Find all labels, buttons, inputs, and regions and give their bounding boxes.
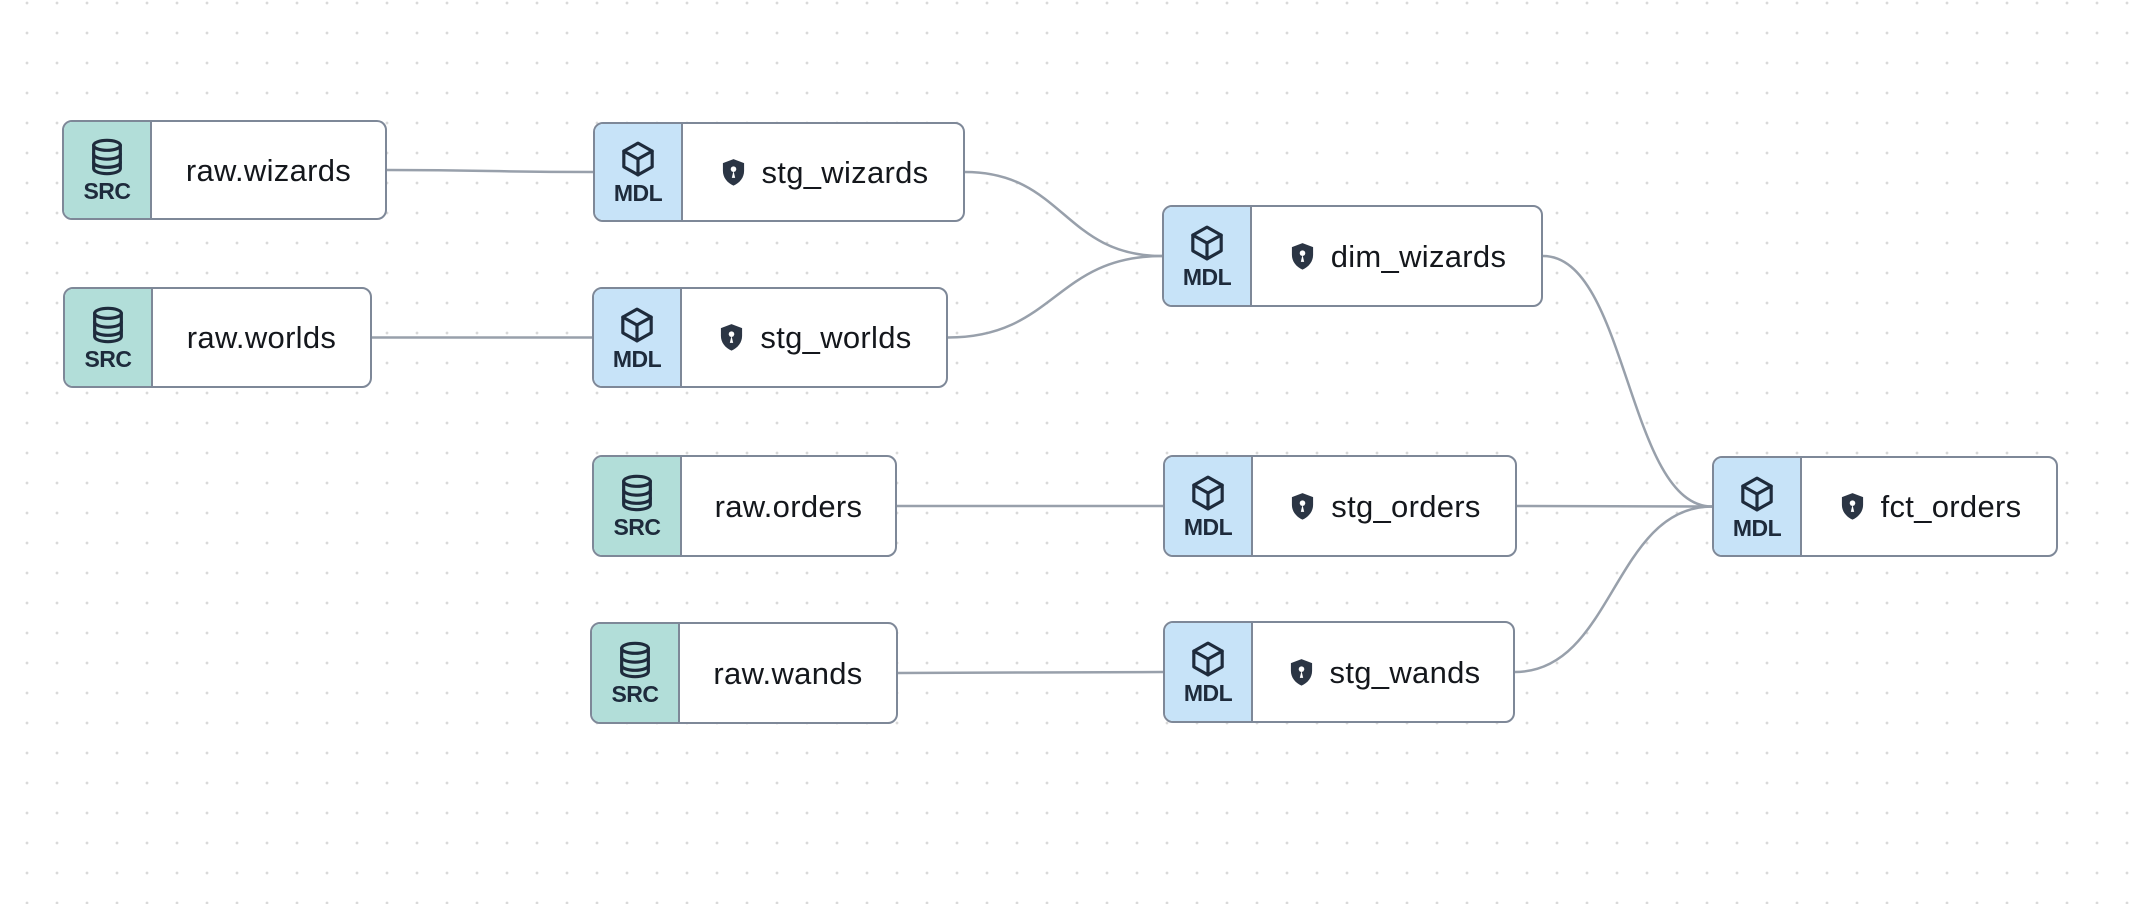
node-label: raw.wands (713, 655, 863, 691)
node-label: stg_wands (1329, 654, 1481, 690)
edge-stg_orders-to-fct_orders (1516, 504, 1713, 508)
shield-icon (1287, 241, 1318, 272)
node-type-badge: MDL (1165, 623, 1253, 721)
lineage-node-raw_wands[interactable]: SRC raw.wands (590, 622, 898, 724)
node-type-badge: MDL (1714, 458, 1802, 555)
node-label-area: raw.wizards (152, 122, 385, 218)
node-type-label: MDL (613, 180, 663, 206)
shield-icon (716, 322, 747, 353)
node-label: stg_orders (1331, 488, 1481, 524)
cube-icon (617, 305, 657, 345)
node-type-label: MDL (1183, 514, 1233, 540)
edge-stg_wizards-to-dim_wizards (964, 170, 1163, 258)
node-label-area: stg_wands (1253, 623, 1513, 721)
database-icon (87, 137, 127, 177)
lineage-node-stg_wizards[interactable]: MDL stg_wizards (593, 122, 965, 222)
node-type-label: MDL (1182, 264, 1232, 290)
node-label-area: fct_orders (1802, 458, 2056, 555)
node-type-badge: MDL (1164, 207, 1252, 305)
node-type-badge: SRC (64, 122, 152, 218)
cube-icon (618, 139, 658, 179)
node-type-label: MDL (1183, 680, 1233, 706)
edge-raw_wizards-to-stg_wizards (386, 168, 594, 174)
cube-icon (1188, 639, 1228, 679)
node-label-area: dim_wizards (1252, 207, 1541, 305)
node-type-badge: SRC (594, 457, 682, 555)
cube-icon (1737, 474, 1777, 514)
node-type-label: SRC (83, 178, 131, 204)
node-label: stg_wizards (761, 154, 929, 190)
node-label-area: stg_wizards (683, 124, 963, 220)
cube-icon (1188, 473, 1228, 513)
database-icon (617, 473, 657, 513)
node-label-area: raw.wands (680, 624, 896, 722)
node-type-label: MDL (612, 345, 662, 372)
shield-icon (718, 157, 749, 188)
cube-icon (1187, 223, 1227, 263)
lineage-node-stg_orders[interactable]: MDL stg_orders (1163, 455, 1517, 557)
node-type-badge: SRC (65, 289, 153, 386)
node-label: fct_orders (1880, 489, 2022, 524)
database-icon (615, 640, 655, 680)
lineage-node-fct_orders[interactable]: MDL fct_orders (1712, 456, 2058, 557)
edge-stg_worlds-to-dim_wizards (947, 254, 1163, 339)
node-type-badge: SRC (592, 624, 680, 722)
node-label: raw.wizards (185, 152, 352, 188)
node-label: raw.worlds (186, 320, 337, 355)
node-type-badge: MDL (594, 289, 682, 386)
shield-icon (1286, 657, 1317, 688)
node-label-area: raw.orders (682, 457, 895, 555)
lineage-node-raw_orders[interactable]: SRC raw.orders (592, 455, 897, 557)
node-type-badge: MDL (1165, 457, 1253, 555)
edge-raw_wands-to-stg_wands (897, 670, 1164, 675)
node-label: raw.orders (714, 488, 863, 524)
node-label: dim_wizards (1330, 238, 1507, 274)
lineage-node-stg_worlds[interactable]: MDL stg_worlds (592, 287, 948, 388)
lineage-node-dim_wizards[interactable]: MDL dim_wizards (1162, 205, 1543, 307)
edge-dim_wizards-to-fct_orders (1542, 254, 1713, 508)
shield-icon (1837, 491, 1868, 522)
node-type-label: SRC (611, 681, 659, 707)
lineage-node-stg_wands[interactable]: MDL stg_wands (1163, 621, 1515, 723)
lineage-node-raw_wizards[interactable]: SRC raw.wizards (62, 120, 387, 220)
node-label-area: raw.worlds (153, 289, 370, 386)
node-label-area: stg_orders (1253, 457, 1515, 555)
lineage-node-raw_worlds[interactable]: SRC raw.worlds (63, 287, 372, 388)
shield-icon (1287, 491, 1318, 522)
node-type-label: MDL (1732, 514, 1782, 541)
database-icon (88, 305, 128, 345)
edge-stg_wands-to-fct_orders (1514, 505, 1713, 674)
node-type-label: SRC (613, 514, 661, 540)
node-type-badge: MDL (595, 124, 683, 220)
node-label: stg_worlds (760, 320, 912, 355)
node-label-area: stg_worlds (682, 289, 946, 386)
node-type-label: SRC (84, 345, 132, 372)
